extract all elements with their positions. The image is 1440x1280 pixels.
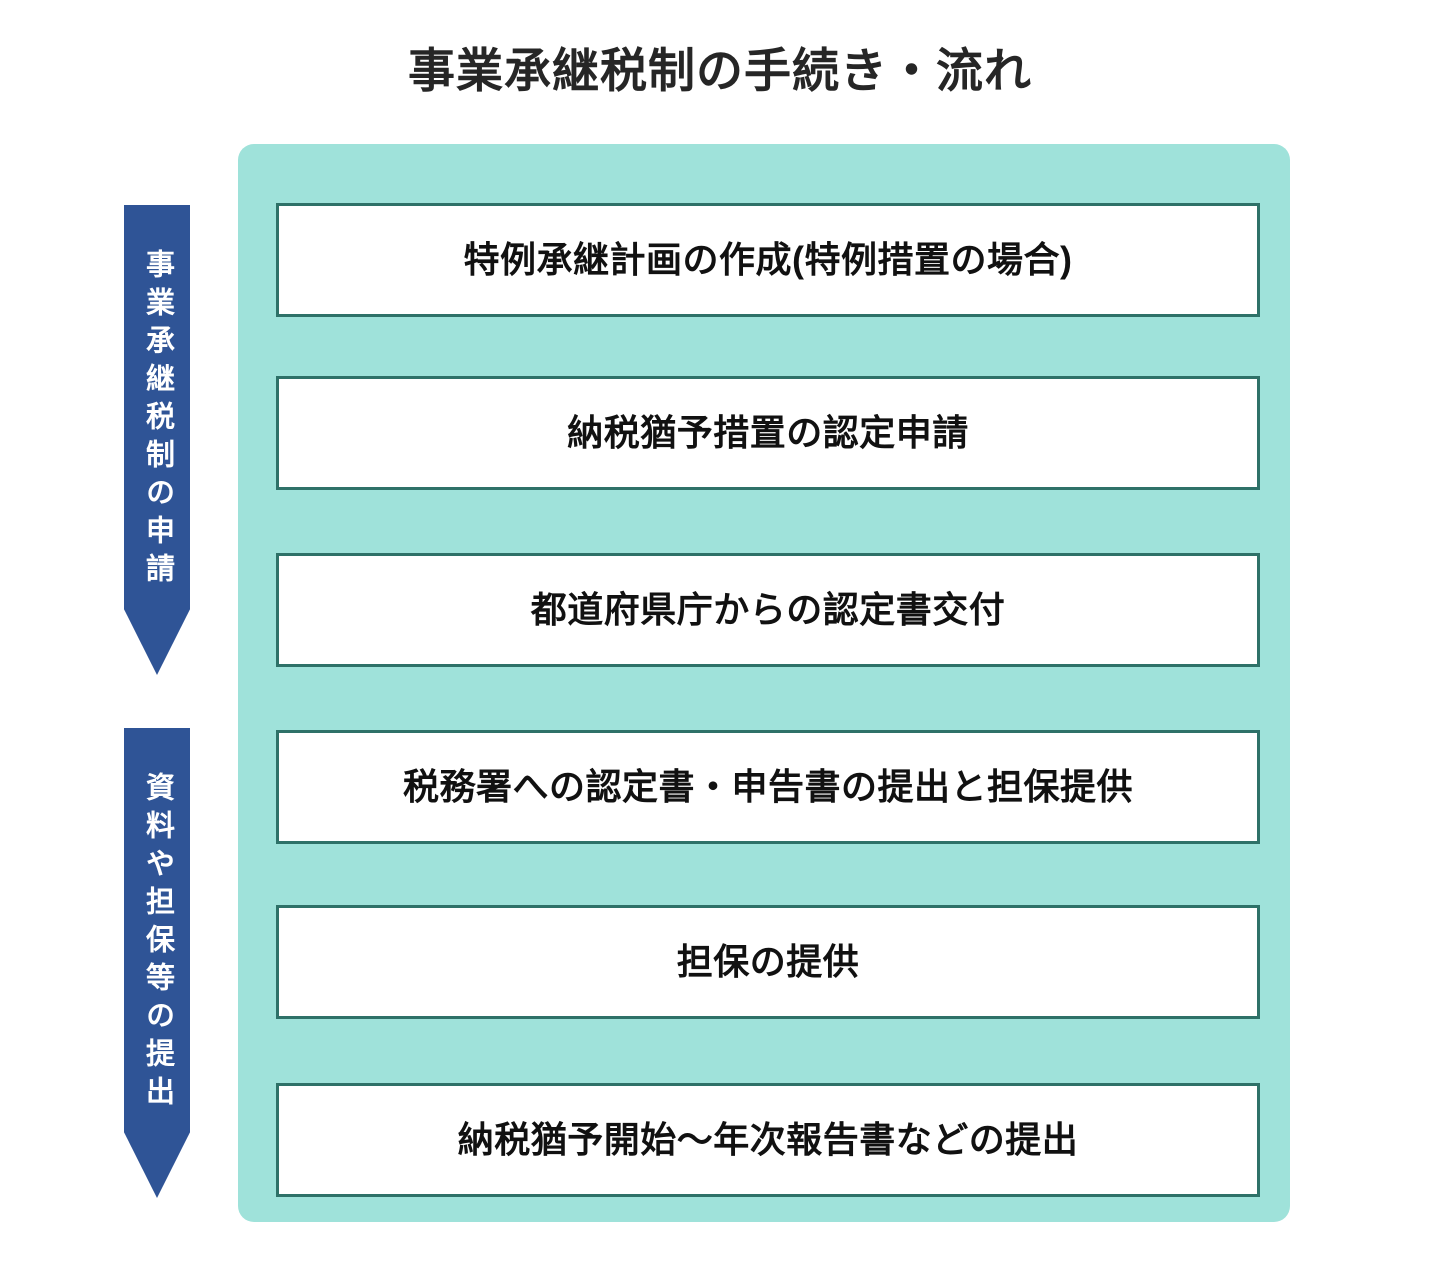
step-box: 納税猶予開始〜年次報告書などの提出 [276,1083,1260,1197]
phase-arrow-submission: 資料や担保等の提出 [124,728,190,1198]
step-label: 納税猶予開始〜年次報告書などの提出 [457,1119,1079,1161]
step-label: 納税猶予措置の認定申請 [567,412,969,454]
step-box: 特例承継計画の作成(特例措置の場合) [276,203,1260,317]
step-box: 都道府県庁からの認定書交付 [276,553,1260,667]
flow-panel-background [238,144,1290,1222]
step-box: 納税猶予措置の認定申請 [276,376,1260,490]
phase-arrow-label: 資料や担保等の提出 [141,772,174,1114]
page-title: 事業承継税制の手続き・流れ [408,44,1032,97]
step-label: 特例承継計画の作成(特例措置の場合) [463,239,1073,281]
phase-arrow-label: 事業承継税制の申請 [141,249,174,591]
step-label: 都道府県庁からの認定書交付 [530,589,1006,631]
step-box: 税務署への認定書・申告書の提出と担保提供 [276,730,1260,844]
step-box: 担保の提供 [276,905,1260,1019]
phase-arrow-application: 事業承継税制の申請 [124,205,190,675]
step-label: 税務署への認定書・申告書の提出と担保提供 [402,766,1133,808]
step-label: 担保の提供 [676,941,860,983]
